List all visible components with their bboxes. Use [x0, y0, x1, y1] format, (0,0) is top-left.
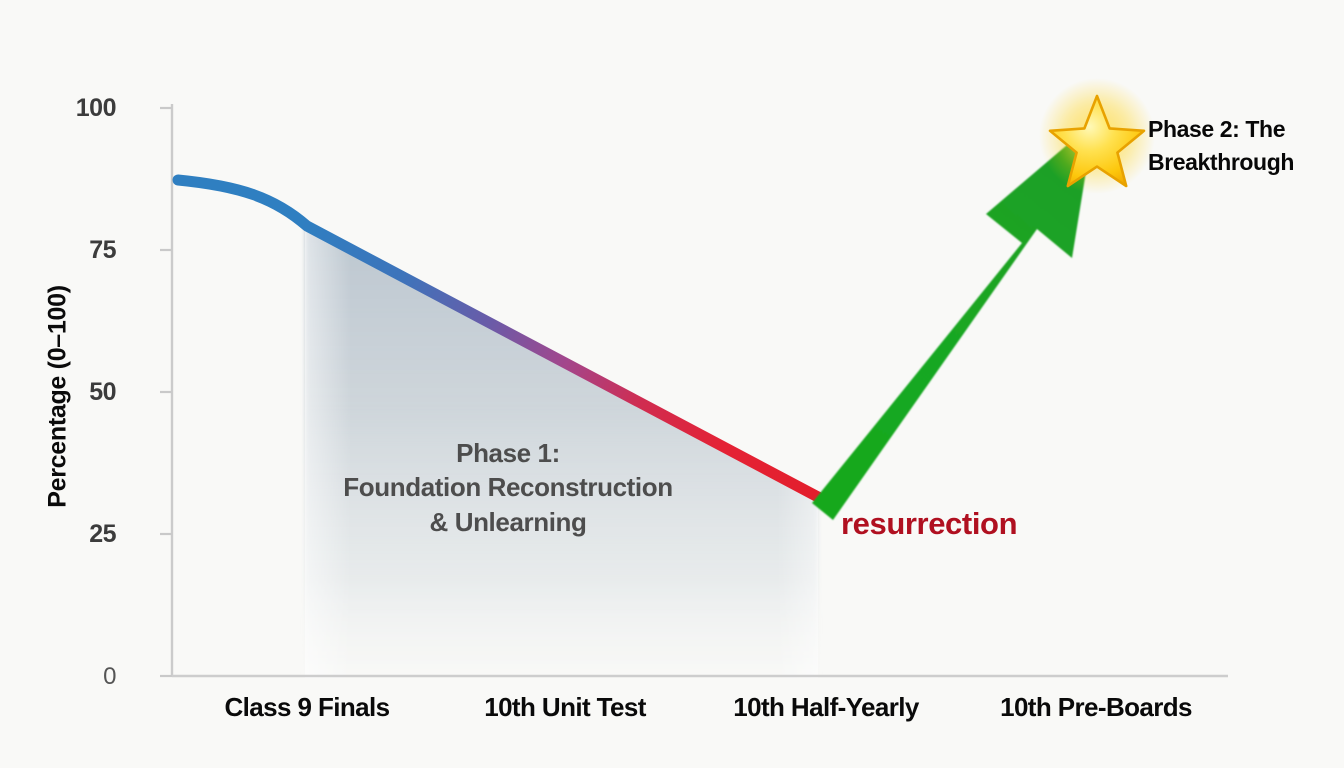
- x-tick-label-10th-pre-boards: 10th Pre-Boards: [1000, 692, 1192, 722]
- phase2-line-1: Phase 2: The: [1148, 116, 1286, 142]
- axis-lines: [160, 104, 1228, 678]
- breakthrough-arrow: [812, 122, 1094, 520]
- phase1-annotation: Phase 1: Foundation Reconstruction & Unl…: [318, 436, 698, 539]
- y-tick-label-75: 75: [89, 236, 116, 264]
- resurrection-annotation: resurrection: [841, 506, 1018, 541]
- x-tick-label-10th-unit-test: 10th Unit Test: [484, 692, 646, 722]
- breakthrough-star: [1039, 78, 1155, 194]
- x-tick-label-class-9-finals: Class 9 Finals: [224, 692, 390, 722]
- phase1-line-1: Phase 1:: [456, 438, 560, 468]
- phase1-line-3: & Unlearning: [429, 506, 587, 537]
- phase1-line-2: Foundation Reconstruction: [343, 472, 673, 503]
- y-tick-label-100: 100: [75, 94, 117, 122]
- phase2-annotation: Phase 2: The Breakthrough: [1148, 113, 1344, 180]
- y-tick-label-25: 25: [89, 520, 116, 548]
- performance-decline-line: [172, 174, 824, 503]
- y-tick-label-0: 0: [103, 663, 116, 690]
- y-tick-label-50: 50: [89, 378, 116, 406]
- x-tick-label-10th-half-yearly: 10th Half-Yearly: [733, 692, 919, 722]
- phase2-line-2: Breakthrough: [1148, 149, 1294, 176]
- phase1-shaded-region: [305, 226, 818, 678]
